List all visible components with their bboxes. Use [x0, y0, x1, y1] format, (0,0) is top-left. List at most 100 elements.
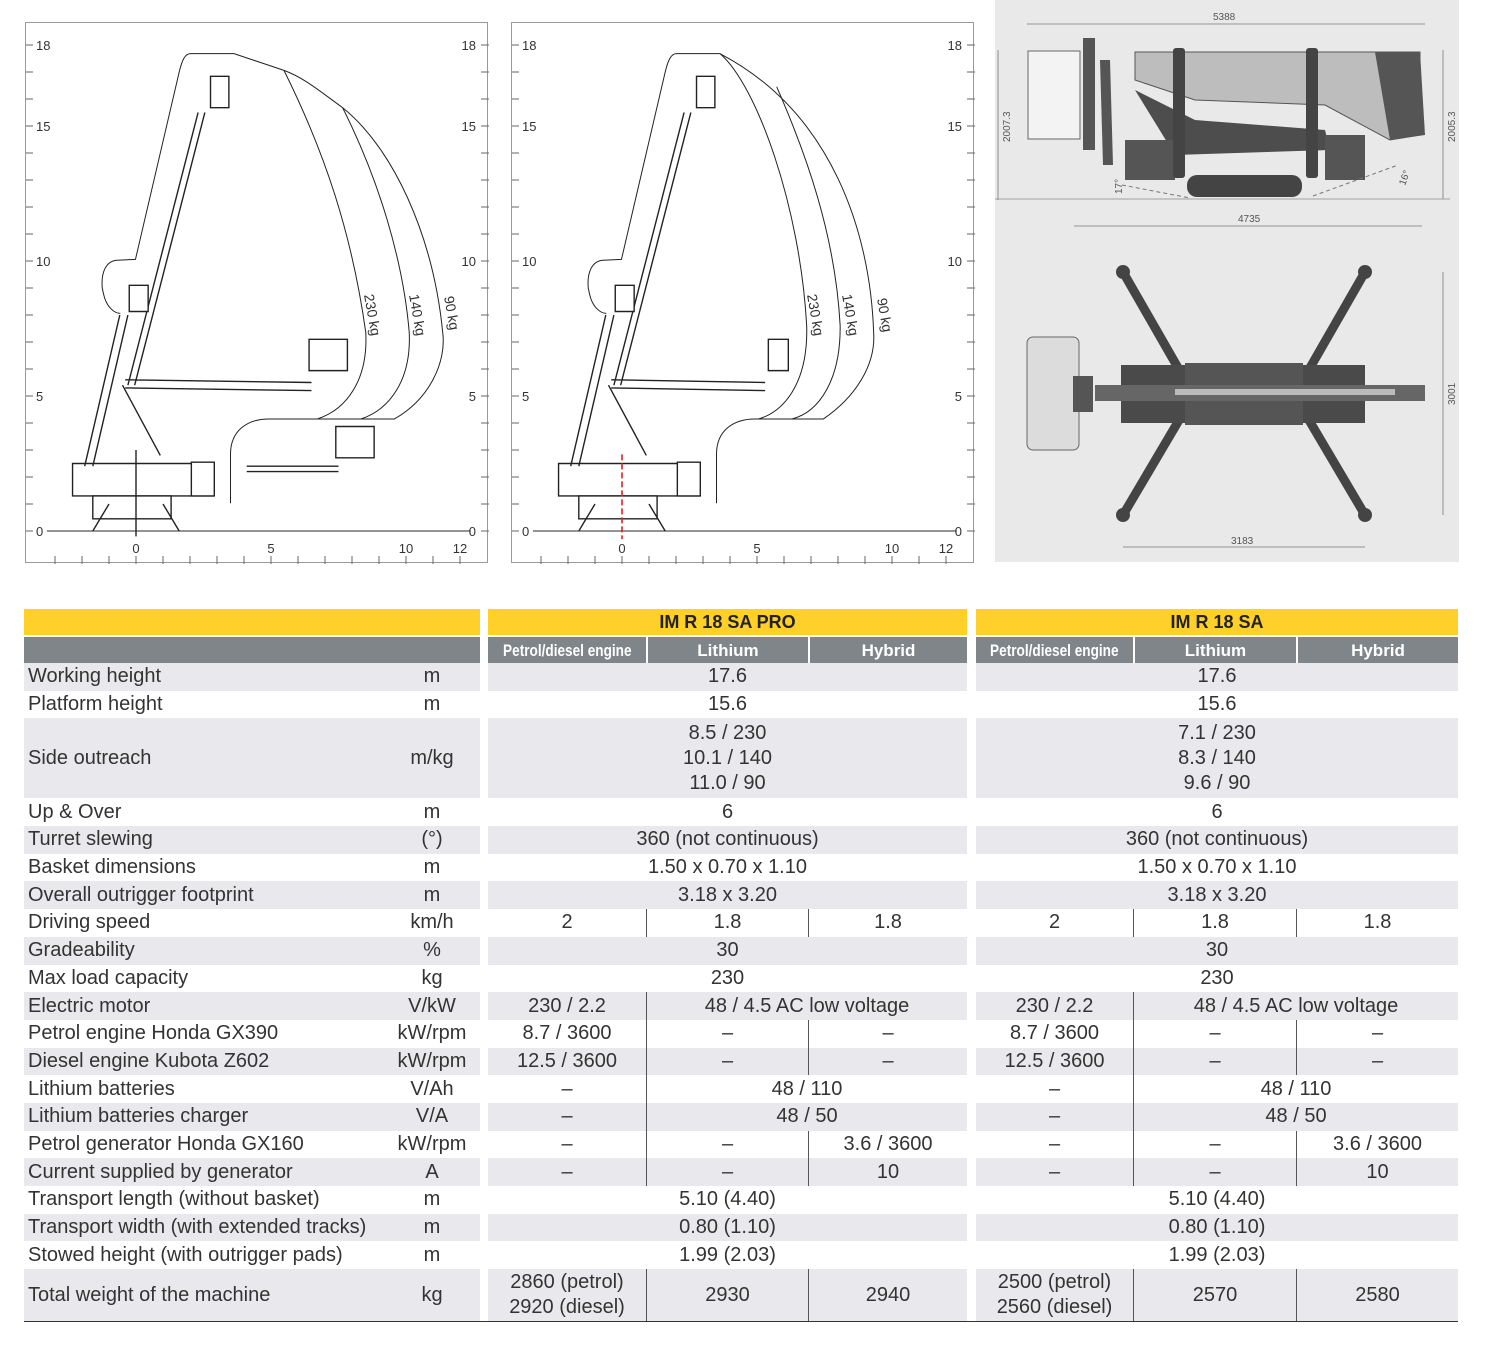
value-cell-sa: 6: [976, 798, 1458, 827]
value-cell-sa: –: [1296, 1047, 1458, 1076]
row-label-cell: Gradeability%: [24, 936, 480, 965]
y-tick-label-left: 0: [522, 524, 529, 539]
value-cell-sa: 3.18 x 3.20: [976, 881, 1458, 910]
column-gap: [967, 1130, 976, 1159]
variant-lithium: Lithium: [1133, 637, 1296, 663]
row-unit: kW/rpm: [397, 1049, 467, 1072]
y-tick-label-left: 5: [522, 389, 529, 404]
value-cell-sa: 48 / 4.5 AC low voltage: [1133, 992, 1458, 1020]
row-unit: km/h: [410, 911, 454, 934]
envelope-outline: [588, 54, 874, 504]
y-tick-label-right: 0: [469, 524, 476, 539]
column-gap: [480, 1102, 488, 1131]
row-unit: kW/rpm: [397, 1132, 467, 1155]
variant-petrol-diesel-cell: Petrol/diesel engine: [488, 637, 646, 663]
y-tick-label-right: 15: [462, 119, 476, 134]
value-cell-sa: 1.8: [1296, 909, 1458, 937]
value-cell-pro: 2860 (petrol) 2920 (diesel): [488, 1269, 646, 1322]
value-cell-pro: 8.5 / 230 10.1 / 140 11.0 / 90: [488, 718, 967, 799]
load-label-140: 140 kg: [839, 293, 862, 337]
row-unit: kg: [421, 966, 443, 989]
value-cell-pro: –: [808, 1047, 967, 1076]
y-tick-label-right: 18: [462, 38, 476, 53]
y-tick-label-right: 10: [948, 254, 962, 269]
variant-header-row: Petrol/diesel engine Lithium Hybrid Petr…: [24, 637, 1458, 663]
row-unit: m: [423, 665, 441, 688]
value-cell-sa: 5.10 (4.40): [976, 1186, 1458, 1214]
specifications-table: IM R 18 SA PRO IM R 18 SA Petrol/diesel …: [24, 609, 1458, 1323]
row-unit: m: [423, 1243, 441, 1266]
value-cell-pro: –: [488, 1102, 646, 1131]
value-cell-pro: 8.7 / 3600: [488, 1019, 646, 1048]
value-cell-pro: 360 (not continuous): [488, 826, 967, 854]
load-curve-230: [284, 70, 366, 419]
value-cell-sa: 1.50 x 0.70 x 1.10: [976, 853, 1458, 882]
x-tick-label: 0: [132, 541, 139, 556]
row-label: Basket dimensions: [28, 856, 196, 879]
row-unit: %: [423, 939, 441, 962]
side-view-drawing: 5388 2007.3 2005.3 17° 16° 4735: [995, 12, 1458, 227]
value-cell-sa: –: [976, 1130, 1133, 1159]
value-cell-sa: 1.8: [1133, 909, 1296, 937]
column-gap: [967, 853, 976, 882]
column-gap: [967, 1102, 976, 1131]
row-label: Total weight of the machine: [28, 1283, 271, 1306]
column-gap: [967, 1213, 976, 1242]
column-gap: [480, 881, 488, 910]
column-gap: [967, 1269, 976, 1322]
load-curve-230: [720, 54, 807, 419]
variant-petrol-diesel: Petrol/diesel engine: [502, 640, 632, 660]
y-tick-label-left: 15: [36, 119, 50, 134]
value-cell-pro: 17.6: [488, 663, 967, 691]
drawings-svg: 5388 2007.3 2005.3 17° 16° 4735: [995, 12, 1458, 548]
column-gap: [480, 663, 488, 691]
value-cell-sa: 48 / 50: [1133, 1102, 1458, 1131]
row-unit: m: [423, 856, 441, 879]
y-tick-label-right: 0: [955, 524, 962, 539]
load-label-90: 90 kg: [874, 297, 896, 334]
load-label-140: 140 kg: [406, 293, 429, 337]
value-cell-pro: –: [488, 1130, 646, 1159]
value-cell-pro: 10: [808, 1158, 967, 1186]
value-cell-sa: 2500 (petrol) 2560 (diesel): [976, 1269, 1133, 1322]
value-cell-sa: 48 / 110: [1133, 1075, 1458, 1103]
value-cell-sa: 0.80 (1.10): [976, 1213, 1458, 1242]
row-label-cell: Transport length (without basket)m: [24, 1186, 480, 1214]
value-cell-pro: 2: [488, 909, 646, 937]
row-label: Working height: [28, 665, 162, 688]
y-tick-label-left: 15: [522, 119, 536, 134]
y-tick-label-left: 18: [36, 38, 50, 53]
column-gap: [480, 909, 488, 937]
value-cell-pro: 1.50 x 0.70 x 1.10: [488, 853, 967, 882]
row-unit: V/kW: [408, 994, 456, 1017]
value-cell-pro: 1.8: [646, 909, 808, 937]
row-unit: m: [423, 1216, 441, 1239]
top-view-drawing: 3183 3001: [1026, 265, 1458, 548]
dim-overall-length: 5388: [1213, 12, 1236, 23]
row-unit: kW/rpm: [397, 1022, 467, 1045]
column-gap: [967, 1075, 976, 1103]
value-cell-pro: 5.10 (4.40): [488, 1186, 967, 1214]
column-gap: [480, 1075, 488, 1103]
value-cell-sa: 2: [976, 909, 1133, 937]
load-label-230: 230 kg: [361, 293, 384, 337]
value-cell-pro: –: [488, 1075, 646, 1103]
value-cell-sa: –: [1133, 1158, 1296, 1186]
variant-hybrid: Hybrid: [1296, 637, 1458, 663]
